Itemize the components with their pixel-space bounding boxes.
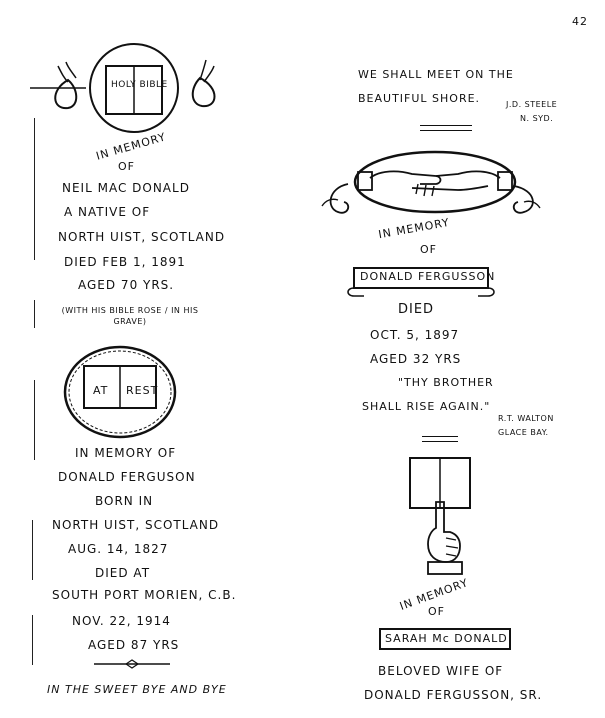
at-rest-emblem <box>63 345 177 439</box>
donald-born: BORN IN <box>95 494 154 508</box>
donald-fergusson-date: OCT. 5, 1897 <box>370 328 460 342</box>
divider <box>422 436 458 437</box>
leaf-icon <box>191 76 216 108</box>
rest-label-at: AT <box>93 384 109 397</box>
margin-line <box>34 118 35 260</box>
clasped-hands-emblem <box>321 150 541 214</box>
neil-aged: AGED 70 YRS. <box>78 278 175 292</box>
donald-death-place: SOUTH PORT MORIEN, C.B. <box>52 588 237 602</box>
margin-line <box>32 520 33 580</box>
donald-fergusson-verse-2: SHALL RISE AGAIN." <box>362 400 491 413</box>
verse-credit-1: J.D. STEELE <box>506 100 558 109</box>
name-banner-2 <box>379 628 511 650</box>
margin-line <box>34 300 35 328</box>
pointing-hand-book-emblem <box>409 457 471 575</box>
verse-credit-2: N. SYD. <box>520 114 554 123</box>
donald-fergusson-verse-1: "THY BROTHER <box>398 376 494 389</box>
divider <box>94 659 170 669</box>
divider <box>420 130 472 131</box>
neil-died: DIED FEB 1, 1891 <box>64 255 186 269</box>
scroll-ornament-icon <box>512 185 534 214</box>
of-label: OF <box>118 160 135 173</box>
name-banner <box>347 267 495 297</box>
donald-aged: AGED 87 YRS <box>88 638 180 652</box>
sarah-line-2: DONALD FERGUSSON, SR. <box>364 688 543 702</box>
donald-fergusson-aged: AGED 32 YRS <box>370 352 462 366</box>
page-number: 42 <box>572 15 588 28</box>
neil-native: A NATIVE OF <box>64 205 151 219</box>
sarah-name: SARAH Mc DONALD <box>385 632 508 645</box>
neil-note: (WITH HIS BIBLE ROSE / IN HIS GRAVE) <box>61 306 199 326</box>
handshake-icon <box>357 170 513 197</box>
leaf-icon <box>54 78 78 110</box>
donald-epitaph: IN THE SWEET BYE AND BYE <box>47 683 227 696</box>
donald-place: NORTH UIST, SCOTLAND <box>52 518 220 532</box>
donald-name: DONALD FERGUSON <box>58 470 196 484</box>
verse-line-1: WE SHALL MEET ON THE <box>358 68 514 81</box>
donald-died: DIED AT <box>95 566 151 580</box>
donald-fergusson-died: DIED <box>398 302 435 317</box>
neil-name: NEIL MAC DONALD <box>62 181 190 195</box>
holy-bible-emblem <box>30 43 216 133</box>
of-label-3: OF <box>428 605 445 618</box>
verse-line-2: BEAUTIFUL SHORE. <box>358 92 481 105</box>
neil-place: NORTH UIST, SCOTLAND <box>58 230 226 244</box>
margin-line <box>32 615 33 665</box>
divider <box>420 125 472 126</box>
donald-death-date: NOV. 22, 1914 <box>72 614 171 628</box>
divider <box>422 441 458 442</box>
pointing-hand-icon <box>427 501 463 575</box>
donald-fergusson-credit-2: GLACE BAY. <box>498 428 549 437</box>
donald-heading: IN MEMORY OF <box>75 446 177 460</box>
donald-fergusson-credit-1: R.T. WALTON <box>498 414 554 423</box>
donald-fergusson-name: DONALD FERGUSSON <box>360 270 496 283</box>
scroll-ornament-icon <box>329 183 350 214</box>
sarah-line-1: BELOVED WIFE OF <box>378 664 504 678</box>
margin-line <box>34 380 35 460</box>
rest-label-rest: REST <box>126 384 159 397</box>
bible-label: HOLY BIBLE <box>111 80 168 90</box>
of-label-2: OF <box>420 243 437 256</box>
donald-birth-date: AUG. 14, 1827 <box>68 542 169 556</box>
